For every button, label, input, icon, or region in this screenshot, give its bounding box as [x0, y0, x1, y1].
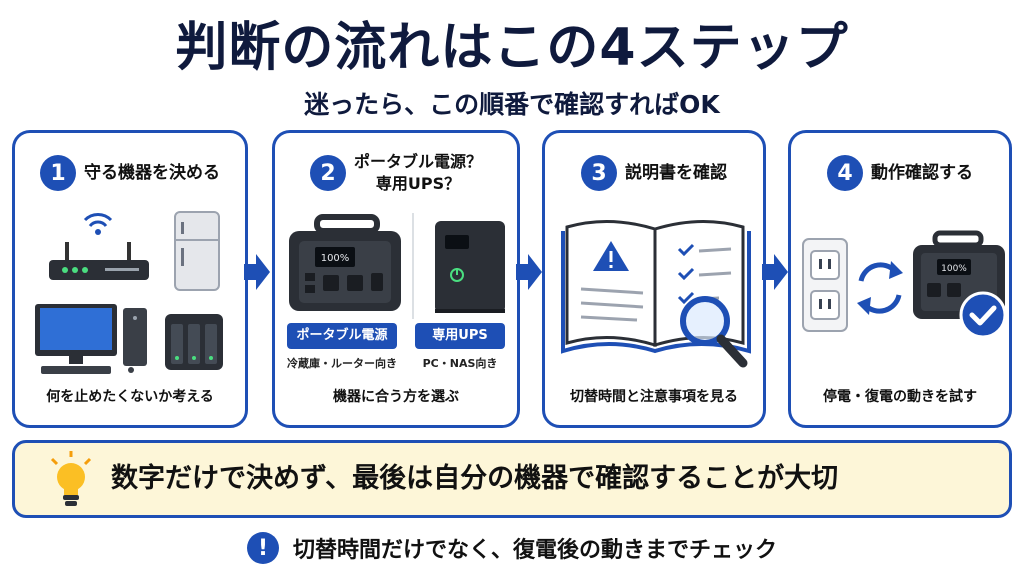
step-number: 1 [40, 155, 76, 191]
step-number: 4 [827, 155, 863, 191]
option-tag-ups: 専用UPS [415, 323, 505, 349]
key-point-banner: 数字だけで決めず、最後は自分の機器で確認することが大切 [12, 440, 1012, 518]
step-header: 2 ポータブル電源？ 専用UPS？ [275, 147, 517, 199]
arrow-right-icon [244, 254, 270, 290]
refrigerator-icon [174, 211, 220, 291]
option-sub-ups: PC・NAS向き [422, 357, 498, 370]
step-card-4: 4 動作確認する 100% [788, 130, 1012, 428]
step-heading: 動作確認する [871, 163, 973, 183]
step-heading-line1: ポータブル電源？ [353, 152, 482, 171]
step-heading: 説明書を確認 [625, 163, 727, 183]
step-card-3: 3 説明書を確認 切替時間と注意事項を見る [542, 130, 766, 428]
lightbulb-icon [50, 451, 92, 506]
page-subtitle: 迷ったら、この順番で確認すればOK [304, 90, 720, 119]
bottom-note: ! 切替時間だけでなく、復電後の動きまでチェック [0, 526, 1024, 570]
nas-icon [165, 314, 223, 370]
step-footer: 機器に合う方を選ぶ [333, 389, 459, 405]
check-icon [959, 291, 1007, 339]
arrow-right-icon [516, 254, 542, 290]
step-card-2: 2 ポータブル電源？ 専用UPS？ 100% ポータブル電源 冷蔵庫・ル [272, 130, 520, 428]
step-header: 4 動作確認する [791, 147, 1009, 199]
step-heading: 守る機器を決める [84, 163, 220, 183]
step-number: 2 [309, 155, 346, 191]
step-footer: 停電・復電の動きを試す [823, 389, 977, 405]
step-4-illustration: 100% [802, 230, 1007, 339]
note-text: 切替時間だけでなく、復電後の動きまでチェック [292, 538, 777, 563]
ups-icon [435, 221, 505, 313]
step-1-illustration [35, 211, 223, 374]
banner-text: 数字だけで決めず、最後は自分の機器で確認することが大切 [111, 463, 839, 494]
battery-display: 100% [321, 253, 350, 264]
battery-display: 100% [941, 264, 967, 274]
step-heading-line2: 専用UPS？ [375, 174, 461, 193]
option-sub-portable: 冷蔵庫・ルーター向き [287, 357, 397, 370]
step-footer: 何を止めたくないか考える [46, 389, 214, 405]
magnifier-icon [680, 296, 748, 368]
warning-icon [593, 241, 629, 271]
step-2-illustration: 100% [289, 213, 505, 319]
option-tag-portable: ポータブル電源 [287, 323, 397, 349]
step-header: 1 守る機器を決める [15, 147, 245, 199]
arrow-right-icon [762, 254, 788, 290]
step-card-1: 1 守る機器を決める [12, 130, 248, 428]
outlet-icon [802, 238, 848, 332]
cycle-icon [857, 261, 903, 315]
wifi-router-icon [49, 213, 149, 280]
step-number: 3 [581, 155, 617, 191]
page-title: 判断の流れはこの4ステップ [175, 18, 849, 78]
desktop-pc-icon [35, 304, 147, 374]
step-heading: ポータブル電源？ 専用UPS？ [354, 151, 482, 195]
step-3-illustration [561, 220, 751, 368]
portable-power-icon: 100% [289, 214, 401, 311]
step-header: 3 説明書を確認 [545, 147, 763, 199]
step-footer: 切替時間と注意事項を見る [570, 389, 738, 405]
exclamation-icon: ! [246, 532, 279, 564]
